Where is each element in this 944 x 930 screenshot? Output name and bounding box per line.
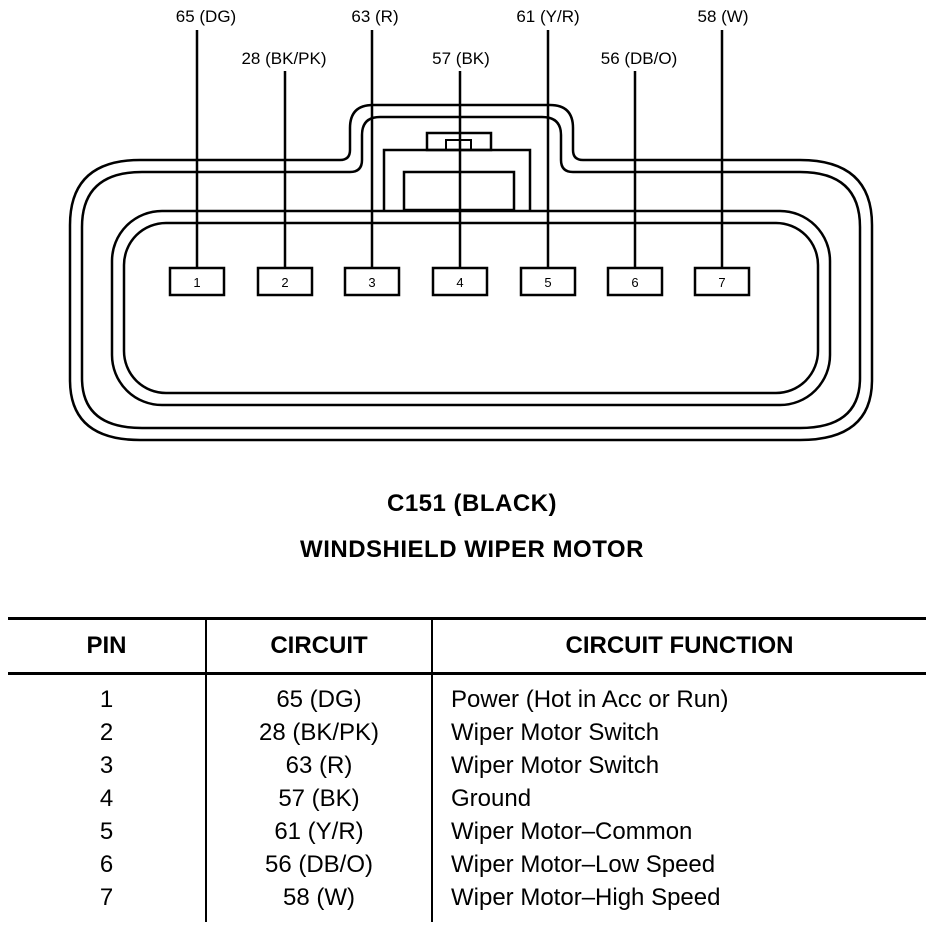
- cell-function: Wiper Motor–Low Speed: [431, 848, 926, 881]
- housing-outline-inner: [80, 115, 862, 430]
- pin-box-6: [606, 266, 664, 297]
- pin-number-4: 4: [456, 275, 463, 290]
- wire-label-3: 63 (R): [351, 7, 398, 26]
- pin-number-5: 5: [544, 275, 551, 290]
- cell-circuit: 58 (W): [205, 881, 432, 922]
- pin-box-7: [693, 266, 751, 297]
- table-row: 7 58 (W) Wiper Motor–High Speed: [8, 881, 926, 922]
- table-row: 4 57 (BK) Ground: [8, 782, 926, 815]
- pin-box-3: [343, 266, 401, 297]
- connector-id: C151 (BLACK): [386, 490, 557, 517]
- cell-function: Power (Hot in Acc or Run): [431, 673, 926, 716]
- cell-pin: 6: [99, 851, 114, 878]
- pin-box-2: [256, 266, 314, 297]
- cell-circuit: 56 (DB/O): [205, 848, 432, 881]
- table-row: 3 63 (R) Wiper Motor Switch: [8, 749, 926, 782]
- cell-pin: 2: [99, 719, 114, 746]
- cell-pin: 7: [99, 884, 114, 911]
- pin-number-7: 7: [718, 275, 725, 290]
- cell-pin: 5: [99, 818, 114, 845]
- locking-tab: [382, 148, 532, 210]
- wire-label-1: 65 (DG): [176, 7, 236, 26]
- cell-circuit: 63 (R): [205, 749, 432, 782]
- header-pin: PIN: [8, 617, 206, 675]
- wire-label-5: 61 (Y/R): [516, 7, 579, 26]
- pin-box-5: [519, 266, 577, 297]
- pin-number-2: 2: [281, 275, 288, 290]
- cell-circuit: 65 (DG): [205, 673, 432, 716]
- pin-table: PIN CIRCUIT CIRCUIT FUNCTION 1 65 (DG) P…: [8, 617, 926, 922]
- table-row: 6 56 (DB/O) Wiper Motor–Low Speed: [8, 848, 926, 881]
- pin-number-3: 3: [368, 275, 375, 290]
- table-row: 1 65 (DG) Power (Hot in Acc or Run): [8, 673, 926, 716]
- wire-label-6: 56 (DB/O): [601, 49, 678, 68]
- header-circuit: CIRCUIT: [205, 617, 432, 675]
- pin-cavity-inner: [122, 221, 820, 395]
- pin-number-6: 6: [631, 275, 638, 290]
- cell-function: Wiper Motor–High Speed: [431, 881, 926, 922]
- wire-label-4: 57 (BK): [432, 49, 490, 68]
- connector-diagram: 1 2 3 4 5 6 7 65 (DG) 28 (BK/PK) 63 (R) …: [68, 7, 874, 442]
- cell-function: Wiper Motor Switch: [431, 716, 926, 749]
- pin-box-1: [168, 266, 226, 297]
- cell-pin: 4: [99, 785, 114, 812]
- cell-function: Ground: [431, 782, 926, 815]
- pin-box-4: [431, 266, 489, 297]
- header-circuit-function: CIRCUIT FUNCTION: [431, 617, 926, 675]
- pin-number-1: 1: [193, 275, 200, 290]
- table-row: 5 61 (Y/R) Wiper Motor–Common: [8, 815, 926, 848]
- wire-label-2: 28 (BK/PK): [241, 49, 326, 68]
- cell-function: Wiper Motor Switch: [431, 749, 926, 782]
- connector-name: WINDSHIELD WIPER MOTOR: [300, 536, 644, 563]
- cell-circuit: 61 (Y/R): [205, 815, 432, 848]
- cell-circuit: 57 (BK): [205, 782, 432, 815]
- cell-circuit: 28 (BK/PK): [205, 716, 432, 749]
- housing-outline-outer: [68, 103, 874, 442]
- wire-label-7: 58 (W): [698, 7, 749, 26]
- locking-tab-slot: [445, 139, 472, 151]
- cell-pin: 1: [99, 686, 114, 713]
- cell-pin: 3: [99, 752, 114, 779]
- table-row: 2 28 (BK/PK) Wiper Motor Switch: [8, 716, 926, 749]
- cell-function: Wiper Motor–Common: [431, 815, 926, 848]
- table-header-row: PIN CIRCUIT CIRCUIT FUNCTION: [8, 617, 926, 675]
